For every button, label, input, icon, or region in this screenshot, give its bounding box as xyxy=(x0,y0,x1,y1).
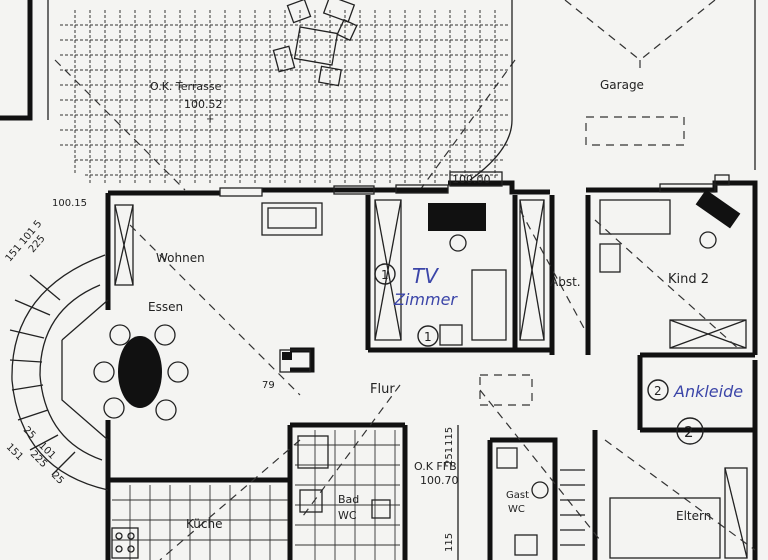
terrace-edge xyxy=(469,0,513,181)
interior-walls xyxy=(108,195,755,560)
room-label-gast: Gast xyxy=(506,490,529,501)
chimney-flue xyxy=(282,352,292,360)
neighbor-room-corner xyxy=(0,0,33,121)
flur-skylight xyxy=(479,374,533,406)
patio-furniture xyxy=(272,0,358,87)
room-label-flur: Flur xyxy=(370,382,395,397)
room-number-badge xyxy=(374,263,396,285)
room-label-essen: Essen xyxy=(148,300,183,314)
sofa xyxy=(261,202,323,236)
dimension-label: 151 xyxy=(4,242,25,264)
terrace-diagonal xyxy=(54,59,186,191)
stove xyxy=(111,527,139,559)
room-label-zimmer: Zimmer xyxy=(393,290,458,309)
window-frames xyxy=(114,183,716,286)
dimension-label: 151 xyxy=(4,442,25,463)
dining-table xyxy=(93,324,189,421)
garage-level-box xyxy=(449,171,503,187)
spiral-stair xyxy=(9,254,109,491)
room-label-bad: Bad xyxy=(338,493,359,506)
terrace-label: O.K. Terrasse xyxy=(150,80,222,93)
level-marker-icon: + xyxy=(206,114,214,125)
bed xyxy=(609,497,721,559)
room-number-badge xyxy=(417,325,439,347)
garage-label: Garage xyxy=(600,78,644,92)
terrace-grid xyxy=(60,10,510,185)
desk xyxy=(599,174,741,273)
room-label-kueche: Küche xyxy=(186,517,222,531)
room-number: 2 xyxy=(654,384,662,398)
room-number-badge xyxy=(676,417,704,445)
bathroom-tiles xyxy=(295,430,400,560)
dimension-label: 115 xyxy=(444,533,455,552)
guest-wc-fixtures xyxy=(496,447,549,556)
room-number-badge xyxy=(647,379,669,401)
wardrobe xyxy=(374,199,748,559)
dimension-label: 5 xyxy=(32,219,45,231)
toilet xyxy=(299,489,323,513)
right-stair xyxy=(560,469,585,546)
room-label-ankleide: Ankleide xyxy=(673,382,743,401)
chimney xyxy=(279,349,311,373)
room-label-eltern: Eltern xyxy=(676,509,711,523)
room-label-abst: Abst. xyxy=(550,275,581,289)
level-dimension: 100.15 xyxy=(52,198,87,209)
sink xyxy=(371,499,391,519)
stair-dimension: 79 xyxy=(262,380,275,391)
room-number: 1 xyxy=(381,268,389,282)
flur-dimensions: 115 251 115 xyxy=(444,425,459,560)
garage-level: 100.00 xyxy=(452,173,491,186)
dimension-label: 251 xyxy=(444,447,455,466)
shower xyxy=(297,435,329,469)
dimension-group-top: 151 101 225 5 xyxy=(4,219,48,265)
room-label-tv: TV xyxy=(412,264,439,288)
floor-level-value: 100.70 xyxy=(420,474,459,487)
tv-furniture xyxy=(428,203,507,346)
floor-level-label: O.K FFB xyxy=(414,460,457,473)
dimension-label: 115 xyxy=(444,427,455,446)
room-label-kind2: Kind 2 xyxy=(668,272,709,287)
terrace-level: 100.52 xyxy=(184,98,223,111)
terrace-diagonal xyxy=(419,59,516,191)
room-number: 2 xyxy=(684,423,694,441)
outer-walls xyxy=(61,180,758,560)
garage-area xyxy=(564,0,756,170)
room-label-wohnen: Wohnen xyxy=(156,251,205,265)
kitchen-tiles xyxy=(112,485,288,560)
room-number: 1 xyxy=(424,330,432,344)
room-label-bad-wc: WC xyxy=(338,509,357,522)
room-label-gast-wc: WC xyxy=(508,504,525,515)
